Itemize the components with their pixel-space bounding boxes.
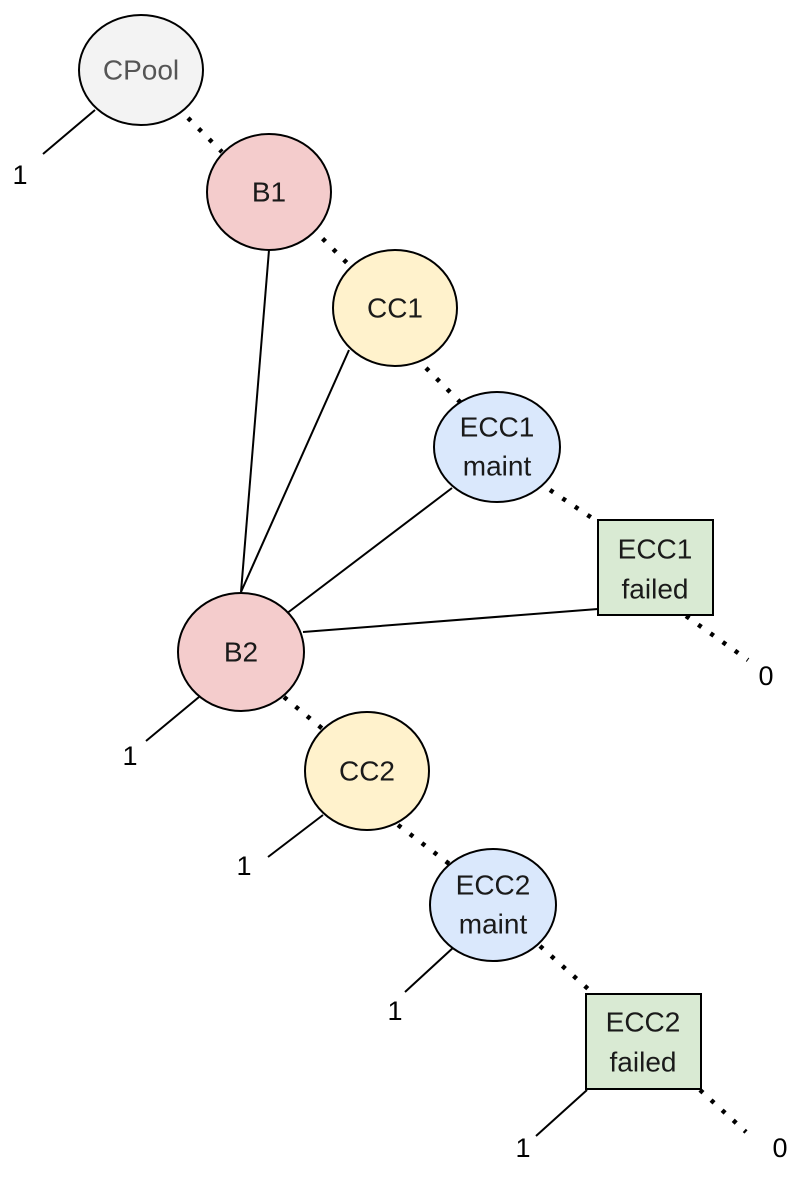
node-ecc1-maint: ECC1 maint [433,391,561,503]
node-ecc1-failed: ECC1 failed [597,519,714,616]
node-ecc1-failed-shape [597,519,714,616]
node-b1: B1 [206,133,332,251]
terminal-ecc2failed-1: 1 [515,1133,530,1163]
node-b1-label: B1 [252,177,286,208]
node-ecc2-maint-label-line1: ECC2 [456,870,531,901]
terminal-cc2-1: 1 [236,851,251,881]
node-ecc1-maint-label-line1: ECC1 [460,412,535,443]
edge-solid-ecc2maint-1 [404,945,456,993]
node-cc2-label: CC2 [339,756,395,787]
edge-dotted-b1-cc1 [310,226,352,268]
edge-dotted-ecc2maint-ecc2failed [538,944,598,998]
node-ecc2-maint-label-line2: maint [459,909,528,940]
edge-dotted-cc2-ecc2maint [396,823,454,868]
node-ecc2-failed: ECC2 failed [585,993,702,1090]
node-cc2-shape [304,711,430,831]
edge-dotted-ecc1maint-ecc1failed [548,488,606,528]
node-cc2: CC2 [304,711,430,831]
node-cpool-shape [78,14,204,126]
edge-solid-cc1-b2 [240,349,350,593]
node-ecc2-failed-shape [585,993,702,1090]
node-b1-shape [206,133,332,251]
node-ecc2-maint: ECC2 maint [429,848,557,962]
edge-solid-cc2-1 [267,814,324,858]
edge-solid-cpool-1 [42,109,96,155]
edge-solid-b2-1 [145,696,200,742]
node-cpool-label: CPool [103,55,179,86]
node-ecc1-failed-label-line1: ECC1 [618,534,693,565]
node-b2-label: B2 [224,637,258,668]
edge-dotted-cpool-b1 [186,116,224,154]
node-cc1: CC1 [332,249,458,367]
terminal-ecc2failed-0: 0 [772,1133,787,1163]
edge-solid-ecc2failed-1 [535,1089,588,1137]
node-ecc1-maint-shape [433,391,561,503]
node-cpool: CPool [78,14,204,126]
terminal-cpool-1: 1 [12,160,27,190]
terminals: 1 0 1 1 1 1 0 [12,160,787,1163]
terminal-ecc1failed-0: 0 [758,661,773,691]
node-ecc2-maint-shape [429,848,557,962]
node-ecc2-failed-label-line2: failed [610,1047,677,1078]
terminal-ecc2maint-1: 1 [387,996,402,1026]
node-ecc1-failed-label-line2: failed [622,574,689,605]
edge-solid-ecc1failed-b2 [302,608,599,633]
edge-dotted-ecc1failed-0 [684,614,750,662]
node-cc1-label: CC1 [367,293,423,324]
edge-dotted-cc1-ecc1maint [424,366,468,410]
edge-solid-ecc1maint-b2 [285,487,453,615]
edge-dotted-ecc2failed-0 [698,1088,748,1134]
edge-solid-b1-b2 [240,249,270,593]
node-ecc1-maint-label-line2: maint [463,451,532,482]
node-b2-shape [177,592,305,712]
node-b2: B2 [177,592,305,712]
edges [42,109,750,1137]
terminal-b2-1: 1 [122,741,137,771]
node-ecc2-failed-label-line1: ECC2 [606,1007,681,1038]
node-cc1-shape [332,249,458,367]
